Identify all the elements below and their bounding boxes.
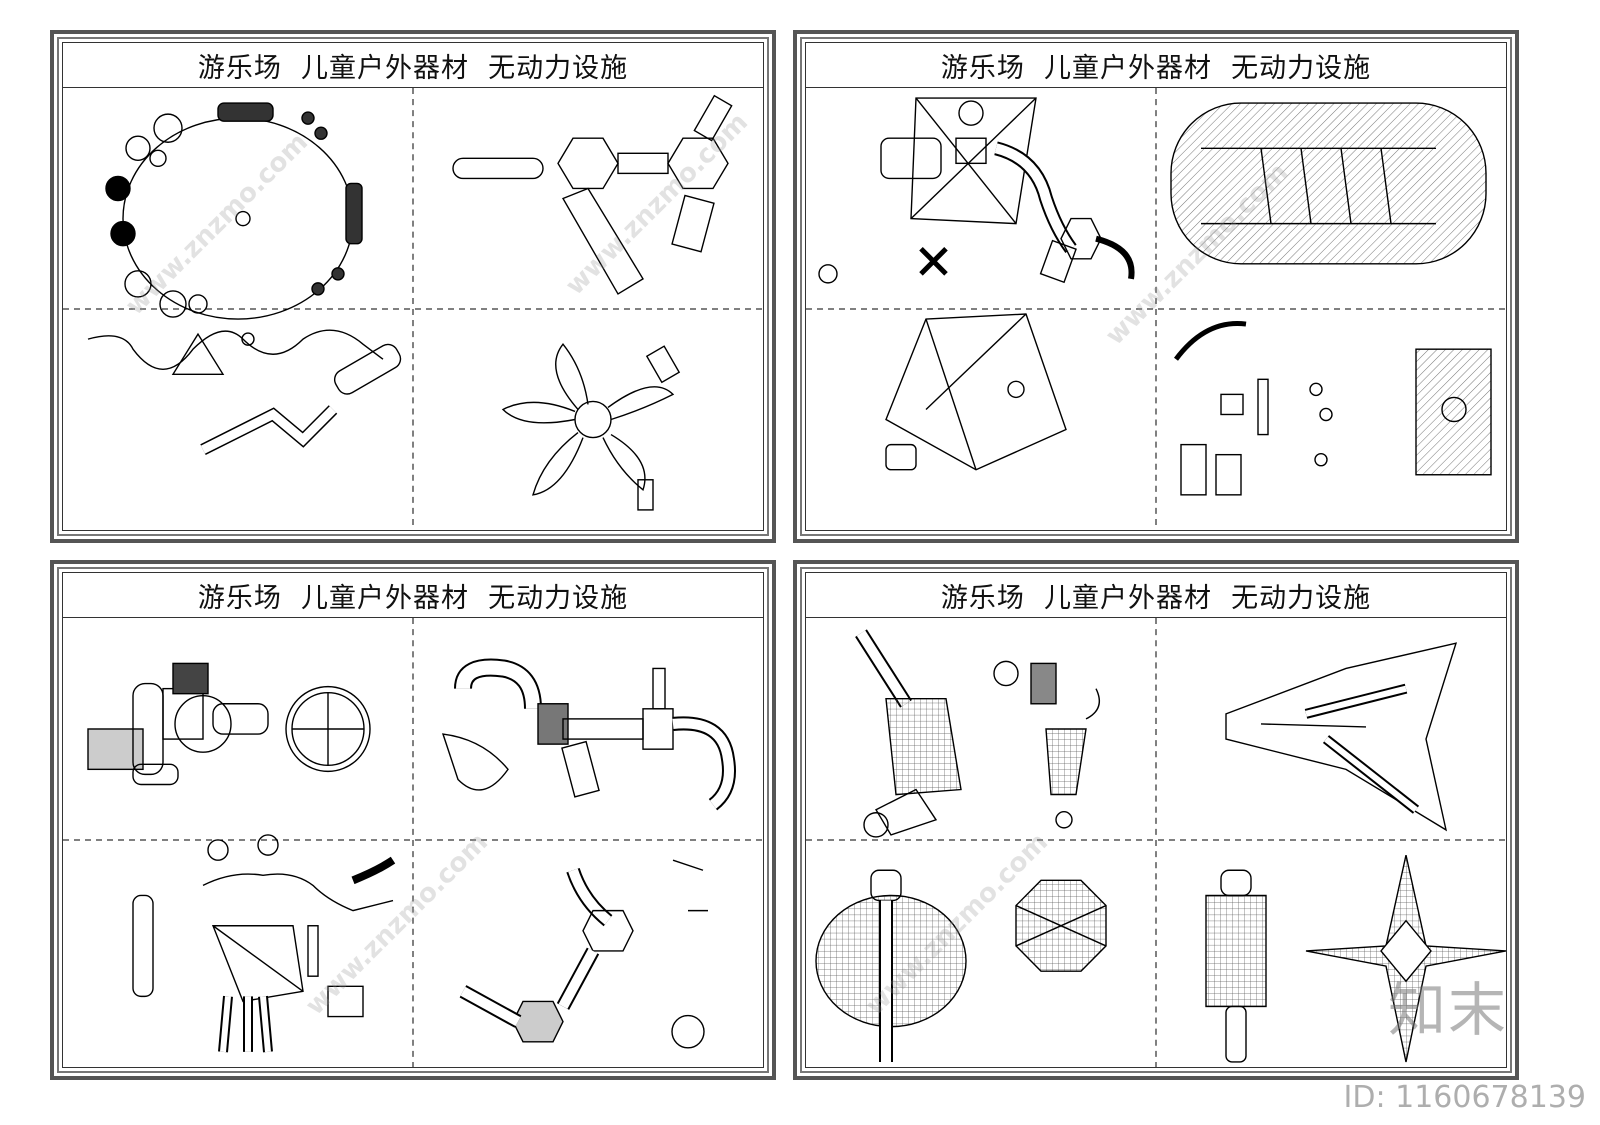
sheet-title: 游乐场 儿童户外器材 无动力设施 [806,43,1506,88]
equipment-plan-drawings [806,88,1506,530]
sheet-frame: 游乐场 儿童户外器材 无动力设施 [805,572,1507,1068]
equipment-plan-drawings [63,88,763,530]
sheet-body [806,88,1506,530]
drawing-sheet-2: 游乐场 儿童户外器材 无动力设施 [793,30,1519,543]
image-id-label: ID: 1160678139 [1343,1080,1586,1115]
sheet-frame: 游乐场 儿童户外器材 无动力设施 [805,42,1507,531]
sheet-frame: 游乐场 儿童户外器材 无动力设施 [62,42,764,531]
sheet-body [806,618,1506,1067]
drawing-sheet-1: 游乐场 儿童户外器材 无动力设施 [50,30,776,543]
sheet-title: 游乐场 儿童户外器材 无动力设施 [63,573,763,618]
sheet-body [63,618,763,1067]
brand-watermark: 知末 [1387,976,1508,1044]
sheet-frame: 游乐场 儿童户外器材 无动力设施 [62,572,764,1068]
sheet-body [63,88,763,530]
drawing-sheet-4: 游乐场 儿童户外器材 无动力设施 [793,560,1519,1080]
sheet-title: 游乐场 儿童户外器材 无动力设施 [806,573,1506,618]
equipment-plan-drawings [806,618,1506,1067]
sheet-title: 游乐场 儿童户外器材 无动力设施 [63,43,763,88]
drawing-sheet-3: 游乐场 儿童户外器材 无动力设施 [50,560,776,1080]
equipment-plan-drawings [63,618,763,1067]
